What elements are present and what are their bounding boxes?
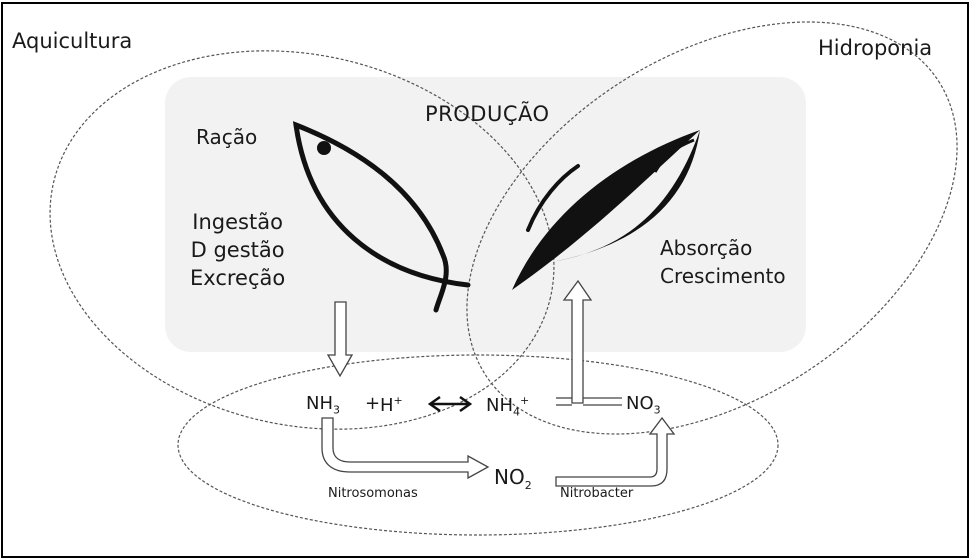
no2-base: NO: [494, 465, 525, 489]
producao-label: PRODUÇÃO: [425, 104, 550, 125]
absorcao-label: Absorção: [660, 234, 786, 262]
h-base: H: [380, 395, 394, 416]
plant-process-list: Absorção Crescimento: [660, 234, 786, 290]
no3-subscript: 3: [654, 404, 661, 417]
nh3-formula: NH3: [306, 395, 340, 416]
ingestao-label: Ingestão: [190, 208, 285, 236]
crescimento-label: Crescimento: [660, 262, 786, 290]
digestao-label: D gestão: [190, 236, 285, 264]
nh3-base: NH: [306, 393, 333, 414]
fish-process-list: Ingestão D gestão Excreção: [190, 208, 285, 292]
nh4-subscript: 4: [513, 406, 520, 419]
nh4-base: NH: [486, 395, 513, 416]
nh3-subscript: 3: [333, 404, 340, 417]
nh4-superscript: +: [520, 394, 529, 407]
nitrobacter-label: Nitrobacter: [560, 487, 633, 500]
h-ion-formula: H+: [380, 395, 403, 415]
no3-formula: NO3: [626, 395, 661, 416]
h-superscript: +: [394, 394, 403, 407]
excrecao-label: Excreção: [190, 264, 285, 292]
aquicultura-label: Aquicultura: [12, 31, 132, 52]
nitrosomonas-label: Nitrosomonas: [328, 487, 418, 500]
hidroponia-label: Hidroponia: [818, 38, 932, 59]
plus-sign: +: [365, 395, 380, 413]
racao-label: Ração: [196, 127, 257, 147]
no3-base: NO: [626, 393, 654, 414]
no2-subscript: 2: [525, 479, 532, 492]
nh4-formula: NH4+: [486, 395, 529, 418]
no2-formula: NO2: [494, 467, 532, 491]
